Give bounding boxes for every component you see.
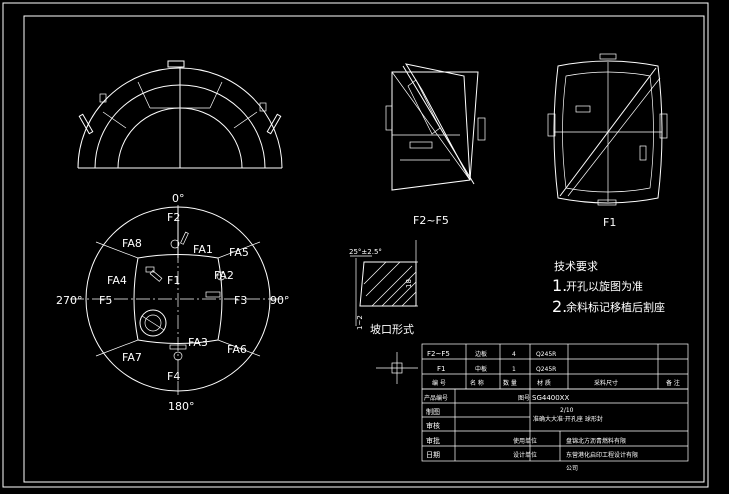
parts-header-code: 编 号 bbox=[432, 379, 446, 387]
parts-row1-qty: 4 bbox=[512, 351, 516, 358]
side-view-f1 bbox=[547, 53, 668, 206]
label-f4: F4 bbox=[167, 370, 180, 383]
angle-0-label: 0° bbox=[172, 192, 185, 205]
parts-row2-code: F1 bbox=[437, 365, 445, 373]
title-user-unit: 盘锦北方沥青燃料有限 bbox=[566, 437, 626, 445]
angle-90-label: 90° bbox=[270, 294, 290, 307]
parts-header-name: 名 称 bbox=[470, 379, 484, 387]
angle-180-label: 180° bbox=[168, 400, 195, 413]
parts-row2-name: 中板 bbox=[475, 365, 487, 373]
title-checker: 审核 bbox=[426, 421, 440, 430]
label-fa7: FA7 bbox=[122, 351, 142, 364]
angle-270-label: 270° bbox=[56, 294, 83, 307]
weld-angle-label: 25°±2.5° bbox=[349, 248, 382, 256]
label-fa3: FA3 bbox=[188, 336, 208, 349]
label-fa8: FA8 bbox=[122, 237, 142, 250]
dome-section-view bbox=[77, 60, 283, 169]
title-design-unit: 东营港化启印工程设计有限 bbox=[566, 451, 638, 459]
label-f1: F1 bbox=[167, 274, 180, 287]
title-design-unit-label: 设计单位 bbox=[513, 451, 537, 459]
tech-req-item1-num: 1. bbox=[552, 276, 567, 295]
inner-frame bbox=[23, 15, 705, 483]
weld-thickness-label: 18 bbox=[405, 279, 413, 288]
caption-f1: F1 bbox=[603, 216, 616, 229]
label-fa4: FA4 bbox=[107, 274, 127, 287]
title-line1: 2/10 bbox=[560, 407, 574, 414]
tech-req-item2: 余料标记移植后割座 bbox=[566, 300, 665, 314]
side-view-f2-f5 bbox=[385, 63, 486, 191]
weld-gap-label: 1~2 bbox=[356, 315, 364, 330]
parts-header-qty: 数 量 bbox=[503, 379, 517, 387]
title-product-no-label: 产品编号 bbox=[424, 394, 448, 402]
title-user-unit-label: 使用单位 bbox=[513, 437, 537, 445]
parts-row1-material: Q245R bbox=[536, 351, 556, 358]
parts-row1-code: F2~F5 bbox=[427, 350, 450, 358]
label-f3: F3 bbox=[234, 294, 247, 307]
tech-req-title: 技术要求 bbox=[554, 260, 598, 273]
title-company: 公司 bbox=[566, 465, 578, 472]
label-f2: F2 bbox=[167, 211, 180, 224]
title-block bbox=[421, 388, 689, 462]
title-drawing-no: SG4400XX bbox=[532, 394, 569, 402]
weld-caption: 坡口形式 bbox=[370, 323, 414, 336]
parts-row2-material: Q245R bbox=[536, 366, 556, 373]
title-drawing-no-label: 图号 bbox=[518, 395, 530, 402]
parts-row2-qty: 1 bbox=[512, 366, 516, 373]
outer-frame bbox=[2, 2, 709, 488]
title-date: 日期 bbox=[426, 451, 440, 459]
caption-f2-f5: F2~F5 bbox=[413, 214, 449, 227]
title-approver: 审批 bbox=[426, 436, 440, 445]
label-f5: F5 bbox=[99, 294, 112, 307]
label-fa1: FA1 bbox=[193, 243, 213, 256]
title-drafter: 制图 bbox=[426, 407, 440, 416]
title-line2: 准确大大准·开孔座 球形封 bbox=[533, 415, 603, 423]
ucs-crosshair-icon bbox=[376, 352, 418, 384]
tech-req-item1: 开孔以旋图为准 bbox=[566, 279, 643, 293]
parts-header-material: 材 质 bbox=[537, 379, 551, 387]
label-fa2: FA2 bbox=[214, 269, 234, 282]
front-view bbox=[70, 205, 286, 395]
label-fa5: FA5 bbox=[229, 246, 249, 259]
parts-header-remark: 备 注 bbox=[666, 379, 680, 387]
weld-groove-detail bbox=[350, 240, 418, 326]
tech-req-item2-num: 2. bbox=[552, 297, 567, 316]
parts-header-size: 采料尺寸 bbox=[594, 379, 618, 387]
parts-row1-name: 边板 bbox=[475, 350, 487, 358]
label-fa6: FA6 bbox=[227, 343, 247, 356]
